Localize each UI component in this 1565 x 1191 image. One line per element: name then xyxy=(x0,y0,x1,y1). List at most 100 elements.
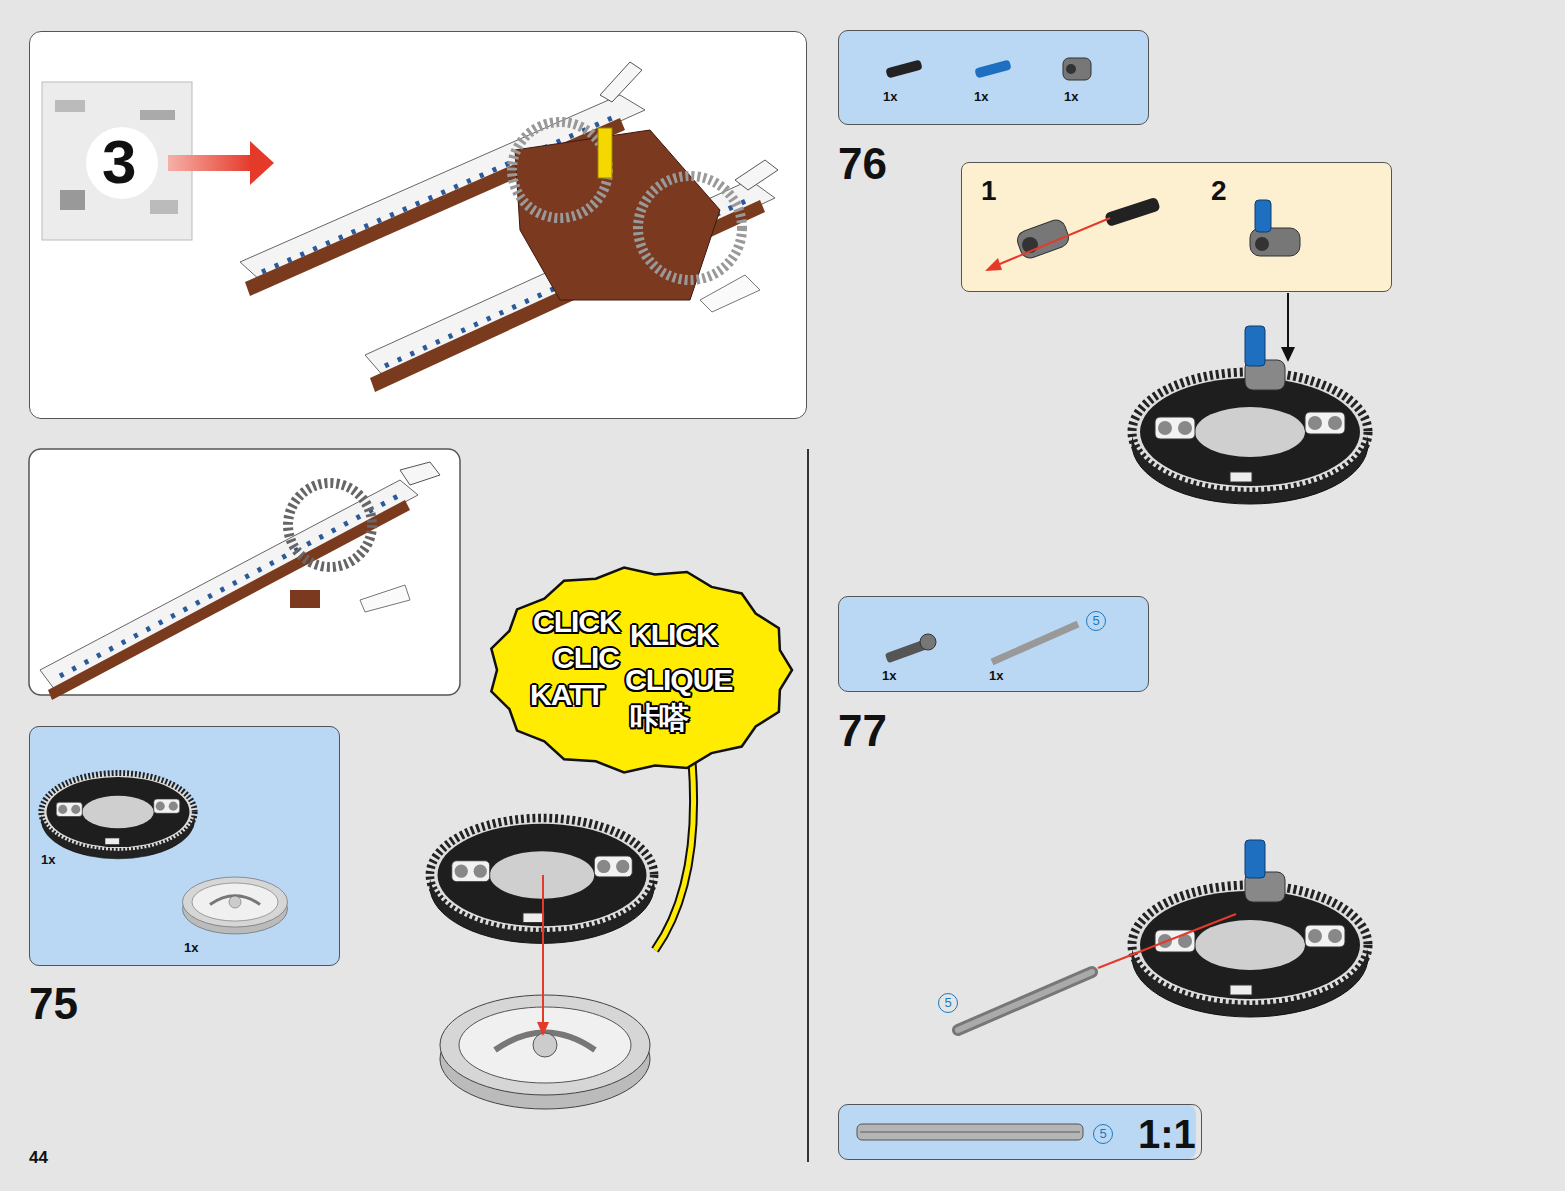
step-arrow xyxy=(1281,293,1295,362)
parts-76 xyxy=(1066,64,1076,74)
panel-fills xyxy=(29,31,807,419)
click-callout: CLICK KLICK CLICCLIQUE KATT 咔嗒 xyxy=(485,565,795,775)
step-77-illustration xyxy=(1098,914,1236,968)
model-illustration xyxy=(638,176,742,280)
panel-fills xyxy=(838,30,1149,125)
parts-75 xyxy=(41,773,194,859)
model-illustration-half xyxy=(288,483,372,567)
parts-bag xyxy=(55,100,85,112)
substep-illustration xyxy=(995,218,1110,266)
part-count: 2 xyxy=(1211,177,1227,205)
parts-list-box: 1x 1x 1x xyxy=(838,30,1149,125)
sound-word: CLIQUE xyxy=(625,665,732,695)
parts-list-box: 5 1x 1x xyxy=(838,596,1149,692)
substep-illustration xyxy=(985,258,1002,271)
part-count: 1:1 xyxy=(1138,1114,1196,1154)
step-arrow xyxy=(1287,293,1289,350)
panel-fills xyxy=(838,1104,1196,1160)
step-76-illustration xyxy=(1132,326,1368,504)
parts-76 xyxy=(885,58,1091,80)
step-76-illustration xyxy=(1245,326,1265,366)
model-illustration xyxy=(700,275,760,312)
model-illustration xyxy=(240,62,778,392)
part-count: 1x xyxy=(882,669,896,682)
model-illustration-half xyxy=(400,462,440,485)
step-77-illustration xyxy=(958,972,1092,1030)
step-77-illustration xyxy=(1245,840,1265,878)
step-number: 77 xyxy=(838,709,887,753)
scale-axle xyxy=(860,1131,1080,1133)
substep-box: 12 xyxy=(961,162,1392,292)
step-75-illustration xyxy=(542,875,544,1025)
panel-fills xyxy=(29,449,460,695)
parts-76 xyxy=(974,60,1011,79)
model-illustration-half xyxy=(360,585,410,612)
red-arrow xyxy=(168,155,252,171)
part-count: 1x xyxy=(974,90,988,103)
model-illustration-half xyxy=(290,590,320,608)
parts-bag xyxy=(86,127,158,199)
step-77-illustration xyxy=(958,840,1368,1030)
substep-illustration xyxy=(1255,237,1269,251)
callout-number: 5 xyxy=(938,993,958,1013)
panel-fills xyxy=(29,726,340,966)
page-number: 44 xyxy=(29,1149,48,1166)
step-77-illustration xyxy=(1132,885,1368,1017)
model-illustration-half xyxy=(40,462,440,700)
parts-bag xyxy=(60,190,85,210)
parts-bag xyxy=(140,110,175,120)
click-tail xyxy=(655,740,694,950)
step-76-illustration xyxy=(1132,372,1368,504)
panel-fills xyxy=(961,162,1392,292)
part-count: 1x xyxy=(989,669,1003,682)
substep-illustration xyxy=(985,197,1300,271)
red-arrow xyxy=(250,141,274,185)
parts-77 xyxy=(920,634,936,650)
step-77-illustration xyxy=(958,972,1092,1030)
scale-box: 5 1:1 xyxy=(838,1104,1202,1160)
parts-76 xyxy=(885,60,922,79)
sound-word: CLICK xyxy=(533,607,620,637)
sound-word: CLIC xyxy=(553,643,619,673)
callout-number: 5 xyxy=(1093,1124,1113,1144)
step-75-illustration xyxy=(440,995,650,1109)
model-illustration-half xyxy=(60,496,398,676)
callout-outline xyxy=(491,568,792,773)
step-number: 76 xyxy=(838,142,887,186)
step-panel: 3 xyxy=(29,31,807,419)
panel-fills xyxy=(838,596,1149,692)
model-illustration-half xyxy=(40,480,418,690)
model-illustration xyxy=(512,122,608,218)
scale-axle xyxy=(857,1124,1083,1140)
click-tail xyxy=(655,740,694,950)
substep-illustration xyxy=(1104,197,1161,227)
sound-word: KATT xyxy=(530,680,604,710)
parts-75 xyxy=(41,773,287,934)
red-arrow xyxy=(168,141,274,185)
part-count: 1x xyxy=(883,90,897,103)
parts-bag xyxy=(150,200,178,214)
part-count: 1x xyxy=(41,853,55,866)
model-illustration xyxy=(600,62,642,102)
sound-word: KLICK xyxy=(630,620,717,650)
callout-number: 5 xyxy=(1086,611,1106,631)
part-count: 1x xyxy=(184,941,198,954)
model-illustration xyxy=(735,160,778,190)
parts-list-box: 1x 1x xyxy=(29,726,340,966)
parts-75 xyxy=(183,877,288,934)
scale-axle xyxy=(857,1124,1083,1140)
parts-76 xyxy=(1063,58,1091,80)
click-tail xyxy=(655,740,694,950)
parts-77 xyxy=(992,624,1078,662)
part-count: 3 xyxy=(102,131,136,193)
sound-word: 咔嗒 xyxy=(630,703,688,733)
step-75-illustration xyxy=(537,1022,549,1036)
part-count: 1x xyxy=(1064,90,1078,103)
panel-fills xyxy=(807,449,809,1162)
model-illustration xyxy=(598,128,612,178)
step-arrow xyxy=(1281,347,1295,362)
panel-fills xyxy=(29,30,1392,1162)
substep-illustration xyxy=(1255,200,1271,232)
part-count: 1 xyxy=(981,177,997,205)
